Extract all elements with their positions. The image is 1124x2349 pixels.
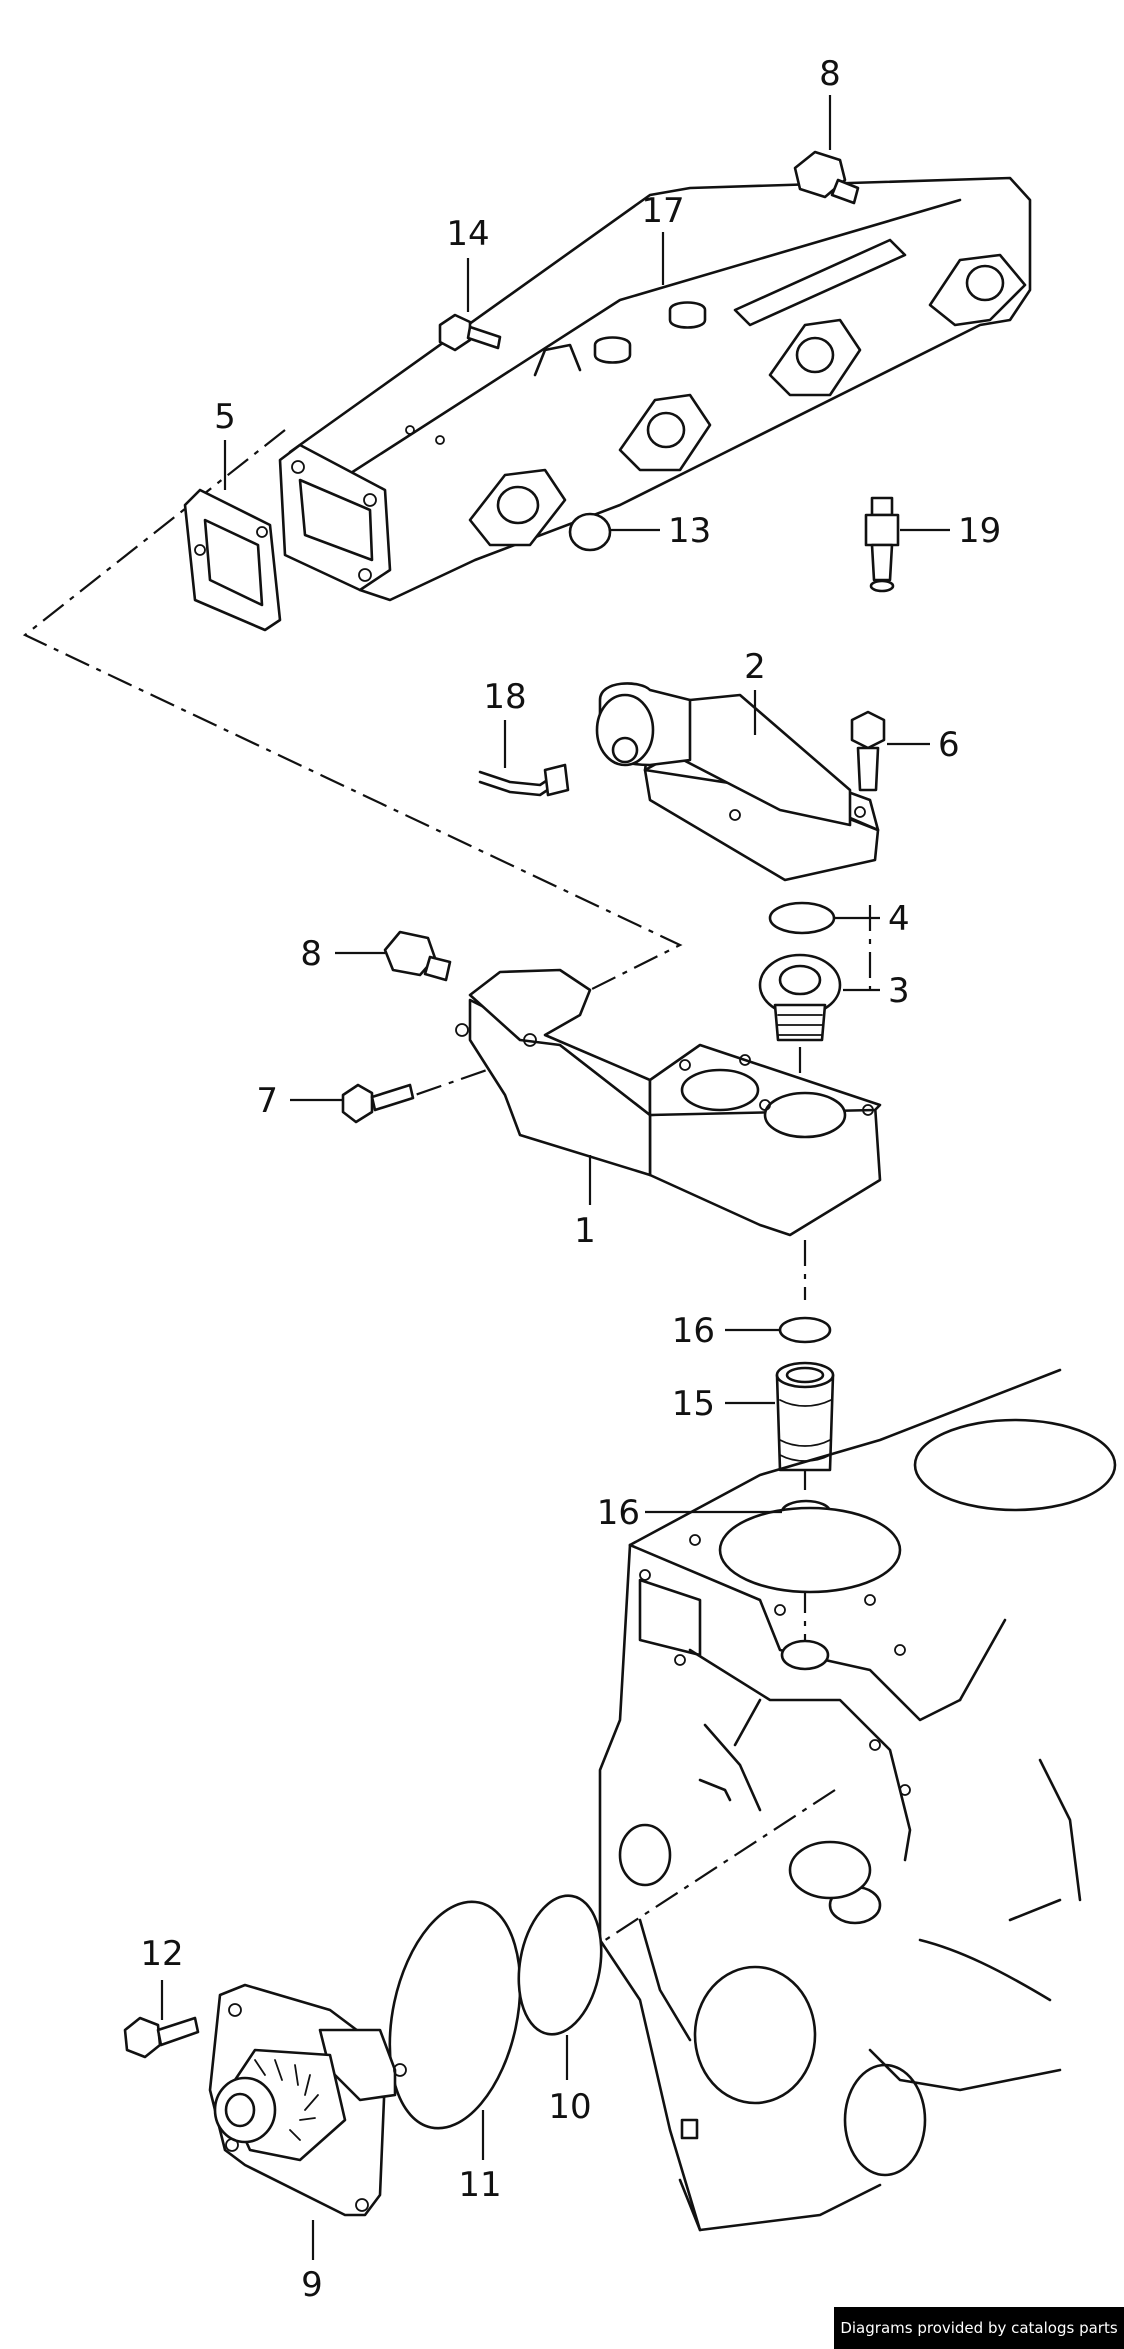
callout-labels: 8 14 17 5 13 19 18 2 6 4 3 8 7 1 16 15 1… [140,54,1001,2305]
callout-13: 13 [668,511,711,551]
callout-16-bottom: 16 [597,1493,640,1533]
manifold-part-17 [278,176,1032,602]
bolt-part-14 [438,313,502,352]
bolt-part-6 [850,710,886,792]
callout-4: 4 [888,899,910,939]
callout-6: 6 [938,725,960,765]
callout-9: 9 [301,2265,323,2305]
pipe-part-15 [775,1361,835,1472]
gasket-part-5 [183,488,282,632]
bolt-part-12 [123,2016,200,2059]
plug-part-13 [568,512,612,552]
callout-16-top: 16 [672,1311,715,1351]
bolt-part-7 [341,1083,415,1124]
bolt-part-8-top [793,150,860,205]
callout-11: 11 [458,2165,501,2205]
hose-part-18 [478,763,570,797]
leader-lines [160,95,950,2260]
callout-12: 12 [140,1934,183,1974]
thermostat-part-3 [758,953,842,1042]
callout-10: 10 [548,2087,591,2127]
water-pump-part-9 [208,1983,407,2217]
o-ring-part-10 [517,1894,603,2036]
callout-18: 18 [483,677,526,717]
callout-15: 15 [672,1384,715,1424]
seal-ring-part-16-top [778,1316,832,1344]
callout-7: 7 [256,1081,278,1121]
gasket-part-11 [388,1900,522,2130]
callout-8-middle: 8 [300,934,322,974]
credit-banner: Diagrams provided by catalogs parts [834,2307,1124,2349]
callout-8-top: 8 [819,54,841,94]
thermostat-housing-part-1 [455,968,882,1237]
seal-ring-part-4 [768,901,836,935]
stud-part-19 [864,496,900,593]
callout-3: 3 [888,971,910,1011]
callout-17: 17 [641,191,684,231]
callout-19: 19 [958,511,1001,551]
callout-1: 1 [574,1211,596,1251]
bolt-part-8-middle [383,930,452,982]
elbow-housing-part-2 [595,682,880,882]
callout-5: 5 [214,397,236,437]
callout-14: 14 [446,214,489,254]
engine-block [598,1368,1117,2232]
callout-2: 2 [744,647,766,687]
